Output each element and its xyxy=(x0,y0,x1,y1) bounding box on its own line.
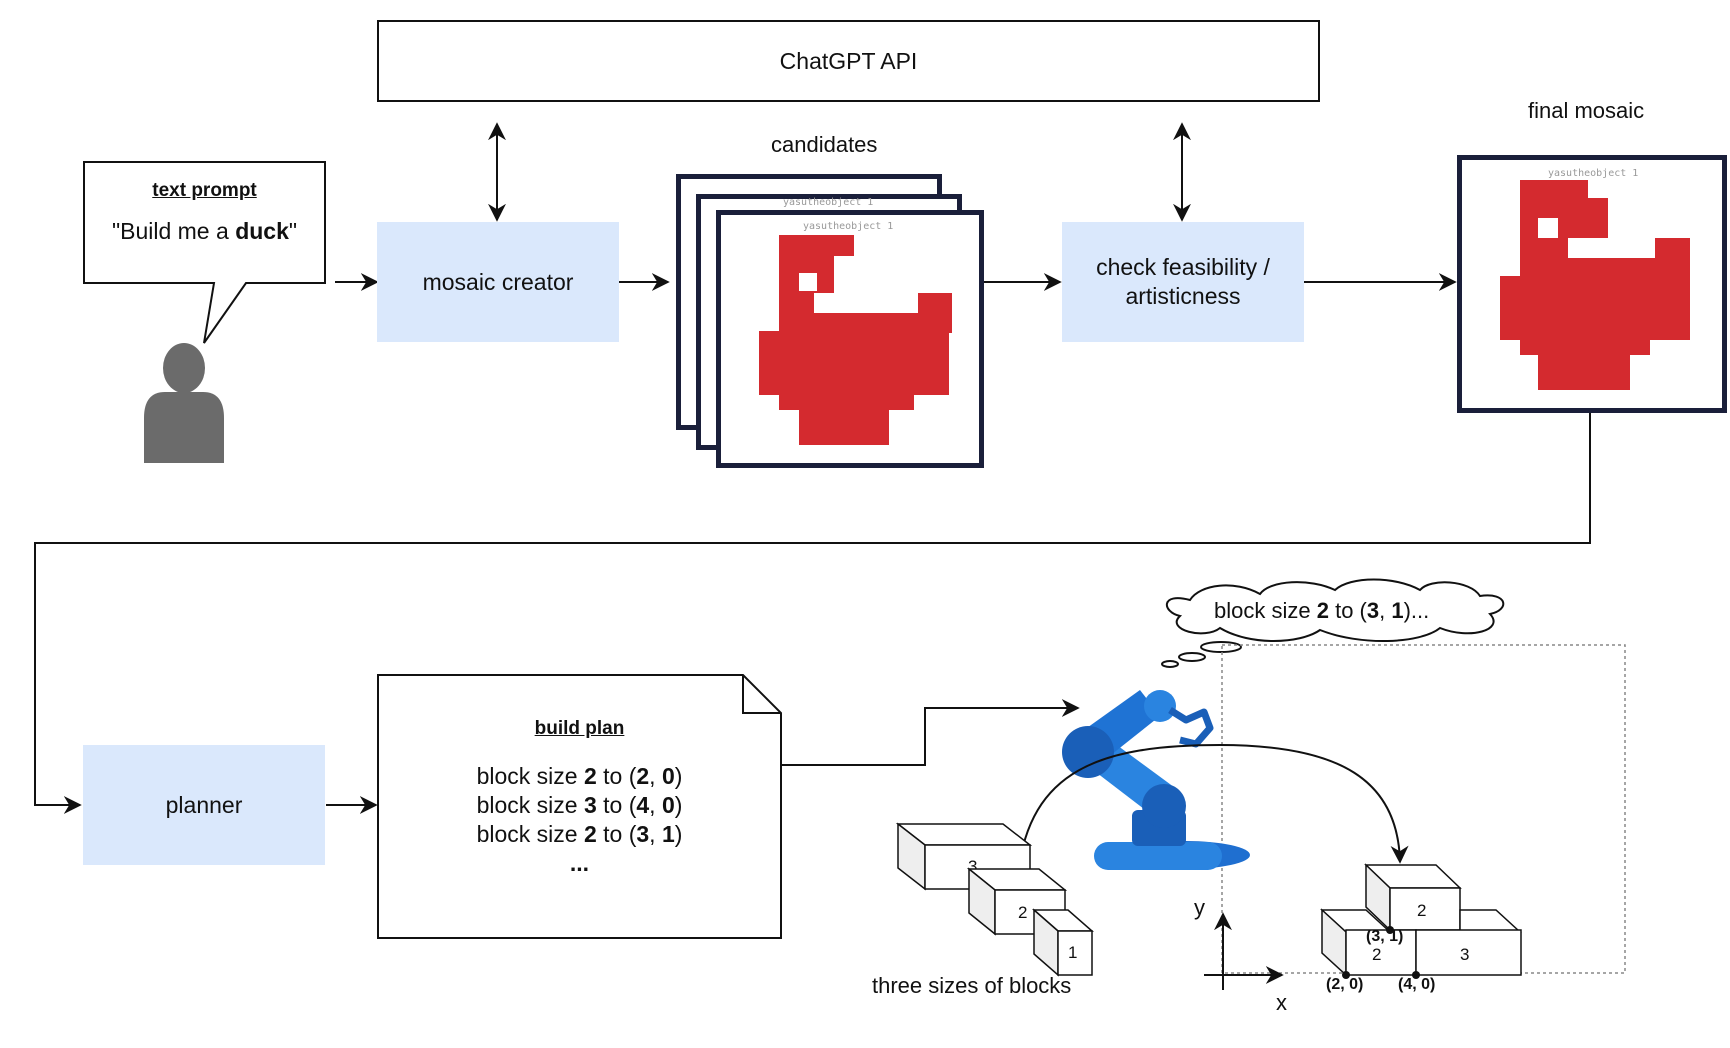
placed-block-left-label: 2 xyxy=(1372,945,1381,964)
check-feasibility-line1: check feasibility / xyxy=(1096,254,1270,280)
candidate-stack: yasutheobject 1 yasutheobject 1 xyxy=(676,174,984,468)
build-plan-step-3: block size 2 to (3, 1) xyxy=(476,821,683,847)
block-size-2: 2 xyxy=(966,867,1068,936)
final-mosaic-label: final mosaic xyxy=(1528,98,1645,123)
check-feasibility-box: check feasibility / artisticness xyxy=(1062,222,1304,342)
coord-label-2-0: (2, 0) xyxy=(1326,976,1364,993)
placed-block-top-label: 2 xyxy=(1417,901,1426,920)
block-size-2-label: 2 xyxy=(1018,903,1027,922)
mosaic-creator-box: mosaic creator xyxy=(377,222,619,342)
placed-block-right-3: 3 xyxy=(1415,909,1522,976)
mosaic-creator-label: mosaic creator xyxy=(422,268,574,295)
robot-arm-icon xyxy=(1062,690,1250,870)
text-prompt-heading: text prompt xyxy=(152,180,257,201)
build-plan-content: build plan block size 2 to (2, 0) block … xyxy=(378,718,781,878)
thought-text: block size 2 to (3, 1)... xyxy=(1214,598,1430,623)
coord-dot-4-0 xyxy=(1412,971,1420,979)
coord-label-4-0: (4, 0) xyxy=(1398,976,1436,993)
candidate-image-front: yasutheobject 1 xyxy=(716,210,984,468)
check-feasibility-line2: artisticness xyxy=(1125,283,1241,309)
candidate-duck-mosaic xyxy=(759,235,952,445)
document-fold xyxy=(742,675,781,714)
chatgpt-api-label: ChatGPT API xyxy=(779,47,918,74)
axis-x-label: x xyxy=(1276,990,1287,1015)
final-mosaic-image: yasutheobject 1 xyxy=(1457,155,1727,413)
planner-box: planner xyxy=(83,745,325,865)
build-plan-document xyxy=(377,674,782,939)
blocks-caption: three sizes of blocks xyxy=(872,973,1072,998)
person-icon xyxy=(144,343,224,463)
final-mosaic-caption: yasutheobject 1 xyxy=(1548,168,1639,179)
coord-label-3-1: (3, 1) xyxy=(1366,928,1404,945)
block-size-1: 1 xyxy=(1032,908,1094,977)
coord-dot-2-0 xyxy=(1342,971,1350,979)
transfer-arc-arrow xyxy=(1017,743,1409,875)
arrow-final-to-planner xyxy=(34,408,1591,814)
block-size-1-label: 1 xyxy=(1068,943,1077,962)
build-plan-ellipsis: ... xyxy=(569,850,590,876)
text-prompt-content: text prompt "Build me a duck" xyxy=(84,168,325,245)
build-plan-heading: build plan xyxy=(534,718,625,739)
axis-y-label: y xyxy=(1194,895,1205,920)
prompt-speech-bubble xyxy=(83,161,326,344)
candidates-label: candidates xyxy=(771,132,878,157)
build-plan-step-1: block size 2 to (2, 0) xyxy=(476,763,683,789)
placed-block-right-label: 3 xyxy=(1460,945,1469,964)
block-size-3-label: 3 xyxy=(968,857,977,876)
coord-dot-3-1 xyxy=(1386,926,1394,934)
text-prompt-quote: "Build me a duck" xyxy=(111,218,298,244)
block-size-3: 3 xyxy=(895,822,1033,891)
candidate-caption-front: yasutheobject 1 xyxy=(803,221,894,232)
placed-block-left-2: 2 xyxy=(1320,908,1417,977)
final-duck-mosaic xyxy=(1500,180,1690,390)
placed-block-top-2: 2 xyxy=(1364,863,1462,932)
candidate-caption-middle: yasutheobject 1 xyxy=(783,197,874,208)
build-plan-step-2: block size 3 to (4, 0) xyxy=(476,792,683,818)
planner-label: planner xyxy=(165,791,243,818)
thought-cloud xyxy=(1161,578,1505,668)
arrow-plan-to-robot xyxy=(781,699,1080,766)
chatgpt-api-box: ChatGPT API xyxy=(377,20,1320,102)
